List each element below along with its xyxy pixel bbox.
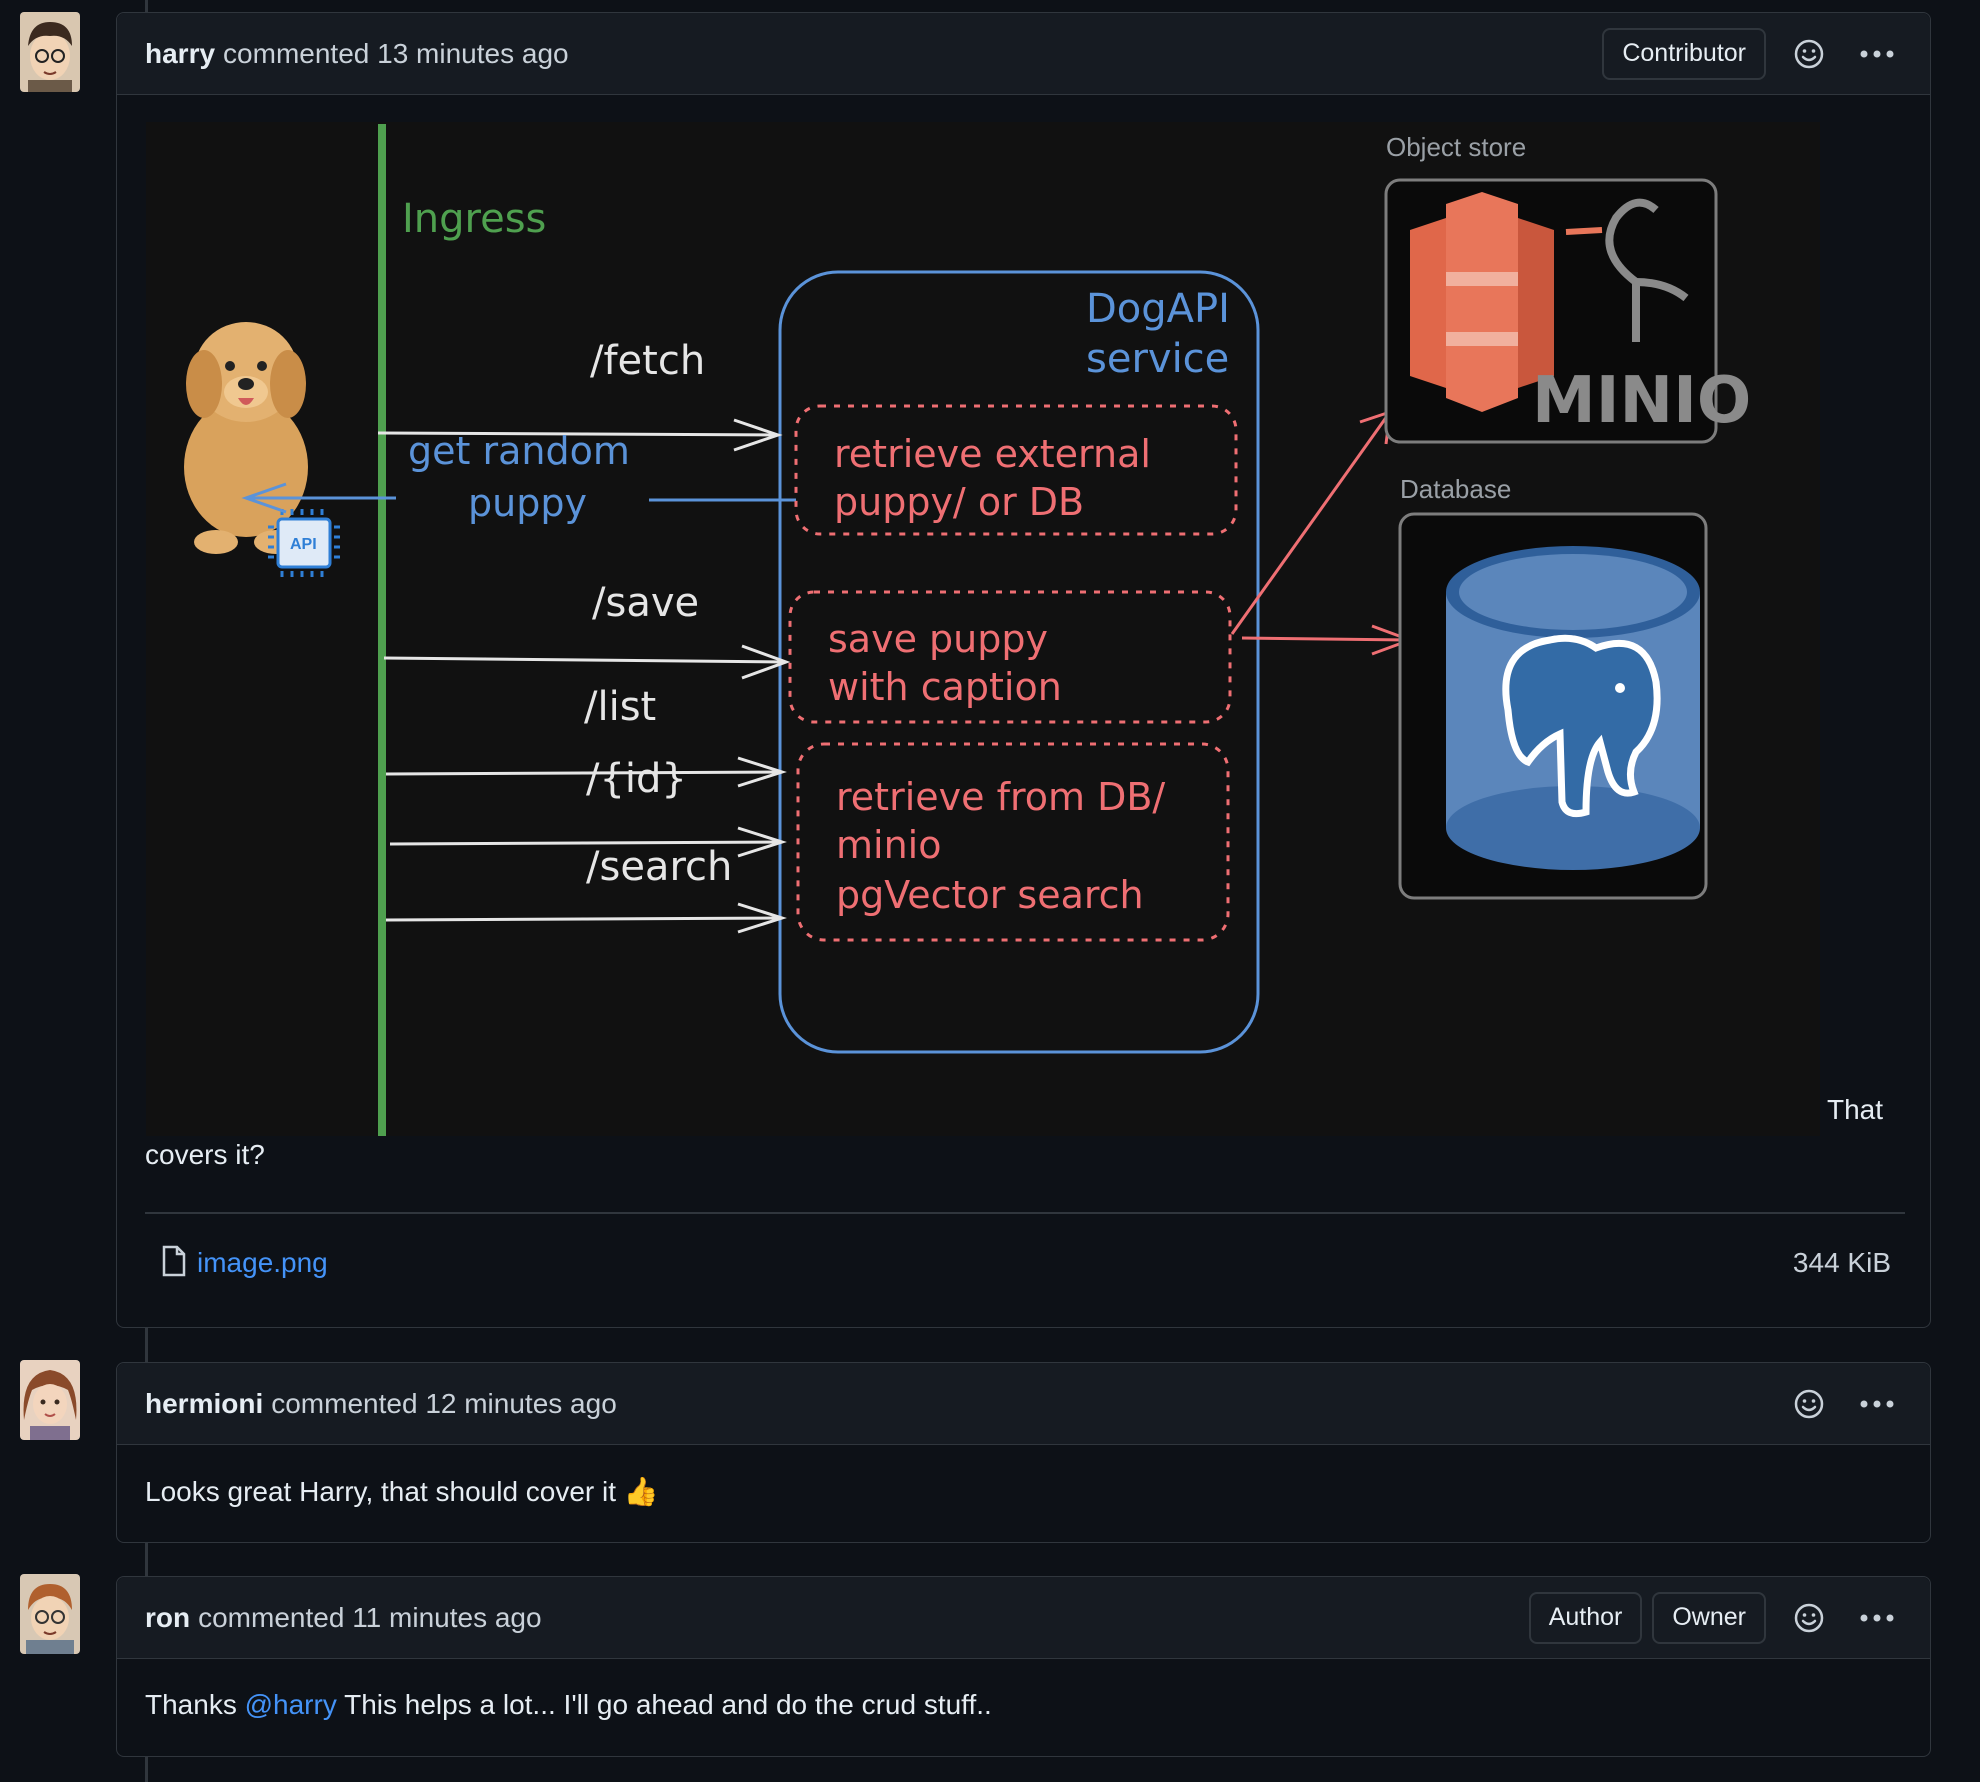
list-route-label: /list [584, 684, 656, 730]
fetch-arrow [377, 418, 783, 452]
box1-line1: retrieve external [834, 432, 1151, 476]
comment-header: harry commented 13 minutes ago Contribut… [117, 13, 1930, 95]
retrieve-db-box [796, 742, 1230, 942]
comment-time[interactable]: 13 minutes ago [377, 37, 569, 69]
avatar-hermioni[interactable] [20, 1360, 80, 1440]
file-icon [161, 1245, 187, 1282]
box3-line1: retrieve from DB/ [836, 775, 1165, 819]
ingress-line [378, 124, 386, 1136]
comment-text-inline: That [1827, 1094, 1884, 1125]
comment-author[interactable]: harry [145, 37, 216, 69]
comment-ron: ron commented 11 minutes ago Author Owne… [116, 1576, 1931, 1757]
thumbs-up-emoji: 👍 [623, 1476, 659, 1507]
architecture-diagram-image[interactable]: Ingress DogAPI service [146, 122, 1820, 1136]
comment-text: Looks great Harry, that should cover it [145, 1476, 617, 1507]
database-label: Database [1400, 474, 1511, 504]
id-route-label: /{id} [586, 756, 687, 802]
comment-action: commented [198, 1601, 345, 1633]
fetch-route-label: /fetch [590, 338, 705, 384]
api-chip-icon: API [268, 509, 340, 577]
svg-text:API: API [290, 536, 317, 553]
save-puppy-box [788, 590, 1232, 724]
comment-header: hermioni commented 12 minutes ago [117, 1363, 1930, 1445]
smiley-icon[interactable] [1784, 29, 1834, 79]
service-label-line2: service [1086, 336, 1229, 382]
random-puppy-label-line2: puppy [468, 481, 587, 525]
minio-bird-icon [1565, 198, 1689, 342]
attachment-row: image.png 344 KiB [145, 1212, 1905, 1312]
owner-badge: Owner [1652, 1591, 1766, 1644]
random-puppy-arrow [241, 482, 796, 514]
comment-action: commented [223, 37, 370, 69]
ingress-label: Ingress [402, 196, 546, 242]
object-store-label: Object store [1386, 132, 1526, 162]
author-badge: Author [1528, 1591, 1643, 1644]
retrieve-external-box [794, 404, 1238, 536]
s3-bucket-icon [1410, 192, 1554, 412]
comment-author[interactable]: hermioni [145, 1387, 264, 1419]
puppy-illustration [184, 322, 308, 554]
comment-time[interactable]: 11 minutes ago [352, 1601, 542, 1633]
save-route-label: /save [592, 580, 699, 626]
avatar-harry[interactable] [20, 12, 80, 92]
comment-text-post: This helps a lot... I'll go ahead and do… [344, 1689, 992, 1720]
box3-line3: pgVector search [836, 873, 1144, 917]
comment-body: Looks great Harry, that should cover it … [117, 1445, 1930, 1536]
minio-wordmark: MINIO [1532, 364, 1751, 438]
comment-action: commented [271, 1387, 418, 1419]
random-puppy-label-line1: get random [408, 429, 630, 473]
box2-line1: save puppy [828, 617, 1048, 661]
comment-author[interactable]: ron [145, 1601, 191, 1633]
list-arrow [385, 756, 787, 788]
search-arrow [385, 902, 787, 934]
comment-header: ron commented 11 minutes ago Author Owne… [117, 1577, 1930, 1659]
kebab-menu-icon[interactable] [1852, 1593, 1902, 1643]
postgres-cylinder-icon [1446, 546, 1700, 870]
contributor-badge: Contributor [1602, 27, 1766, 80]
attachment-link[interactable]: image.png [197, 1247, 328, 1278]
kebab-menu-icon[interactable] [1852, 1379, 1902, 1429]
comment-time[interactable]: 12 minutes ago [425, 1387, 617, 1419]
box3-line2: minio [836, 823, 941, 867]
kebab-menu-icon[interactable] [1852, 29, 1902, 79]
comment-text-pre: Thanks [145, 1689, 237, 1720]
comment-text-line2: covers it? [145, 1139, 265, 1170]
comment-body: Thanks @harry This helps a lot... I'll g… [117, 1659, 1930, 1749]
comment-harry: harry commented 13 minutes ago Contribut… [116, 12, 1931, 1328]
attachment-size: 344 KiB [1792, 1247, 1891, 1278]
avatar-ron[interactable] [20, 1574, 80, 1654]
save-arrow [383, 644, 791, 680]
smiley-icon[interactable] [1784, 1379, 1834, 1429]
mention-link[interactable]: @harry [244, 1689, 337, 1720]
box2-line2: with caption [828, 665, 1062, 709]
service-label-line1: DogAPI [1086, 286, 1230, 332]
id-arrow [389, 826, 787, 858]
search-route-label: /search [586, 844, 732, 890]
comment-hermioni: hermioni commented 12 minutes ago Looks … [116, 1362, 1931, 1543]
smiley-icon[interactable] [1784, 1593, 1834, 1643]
box1-line2: puppy/ or DB [834, 480, 1084, 524]
